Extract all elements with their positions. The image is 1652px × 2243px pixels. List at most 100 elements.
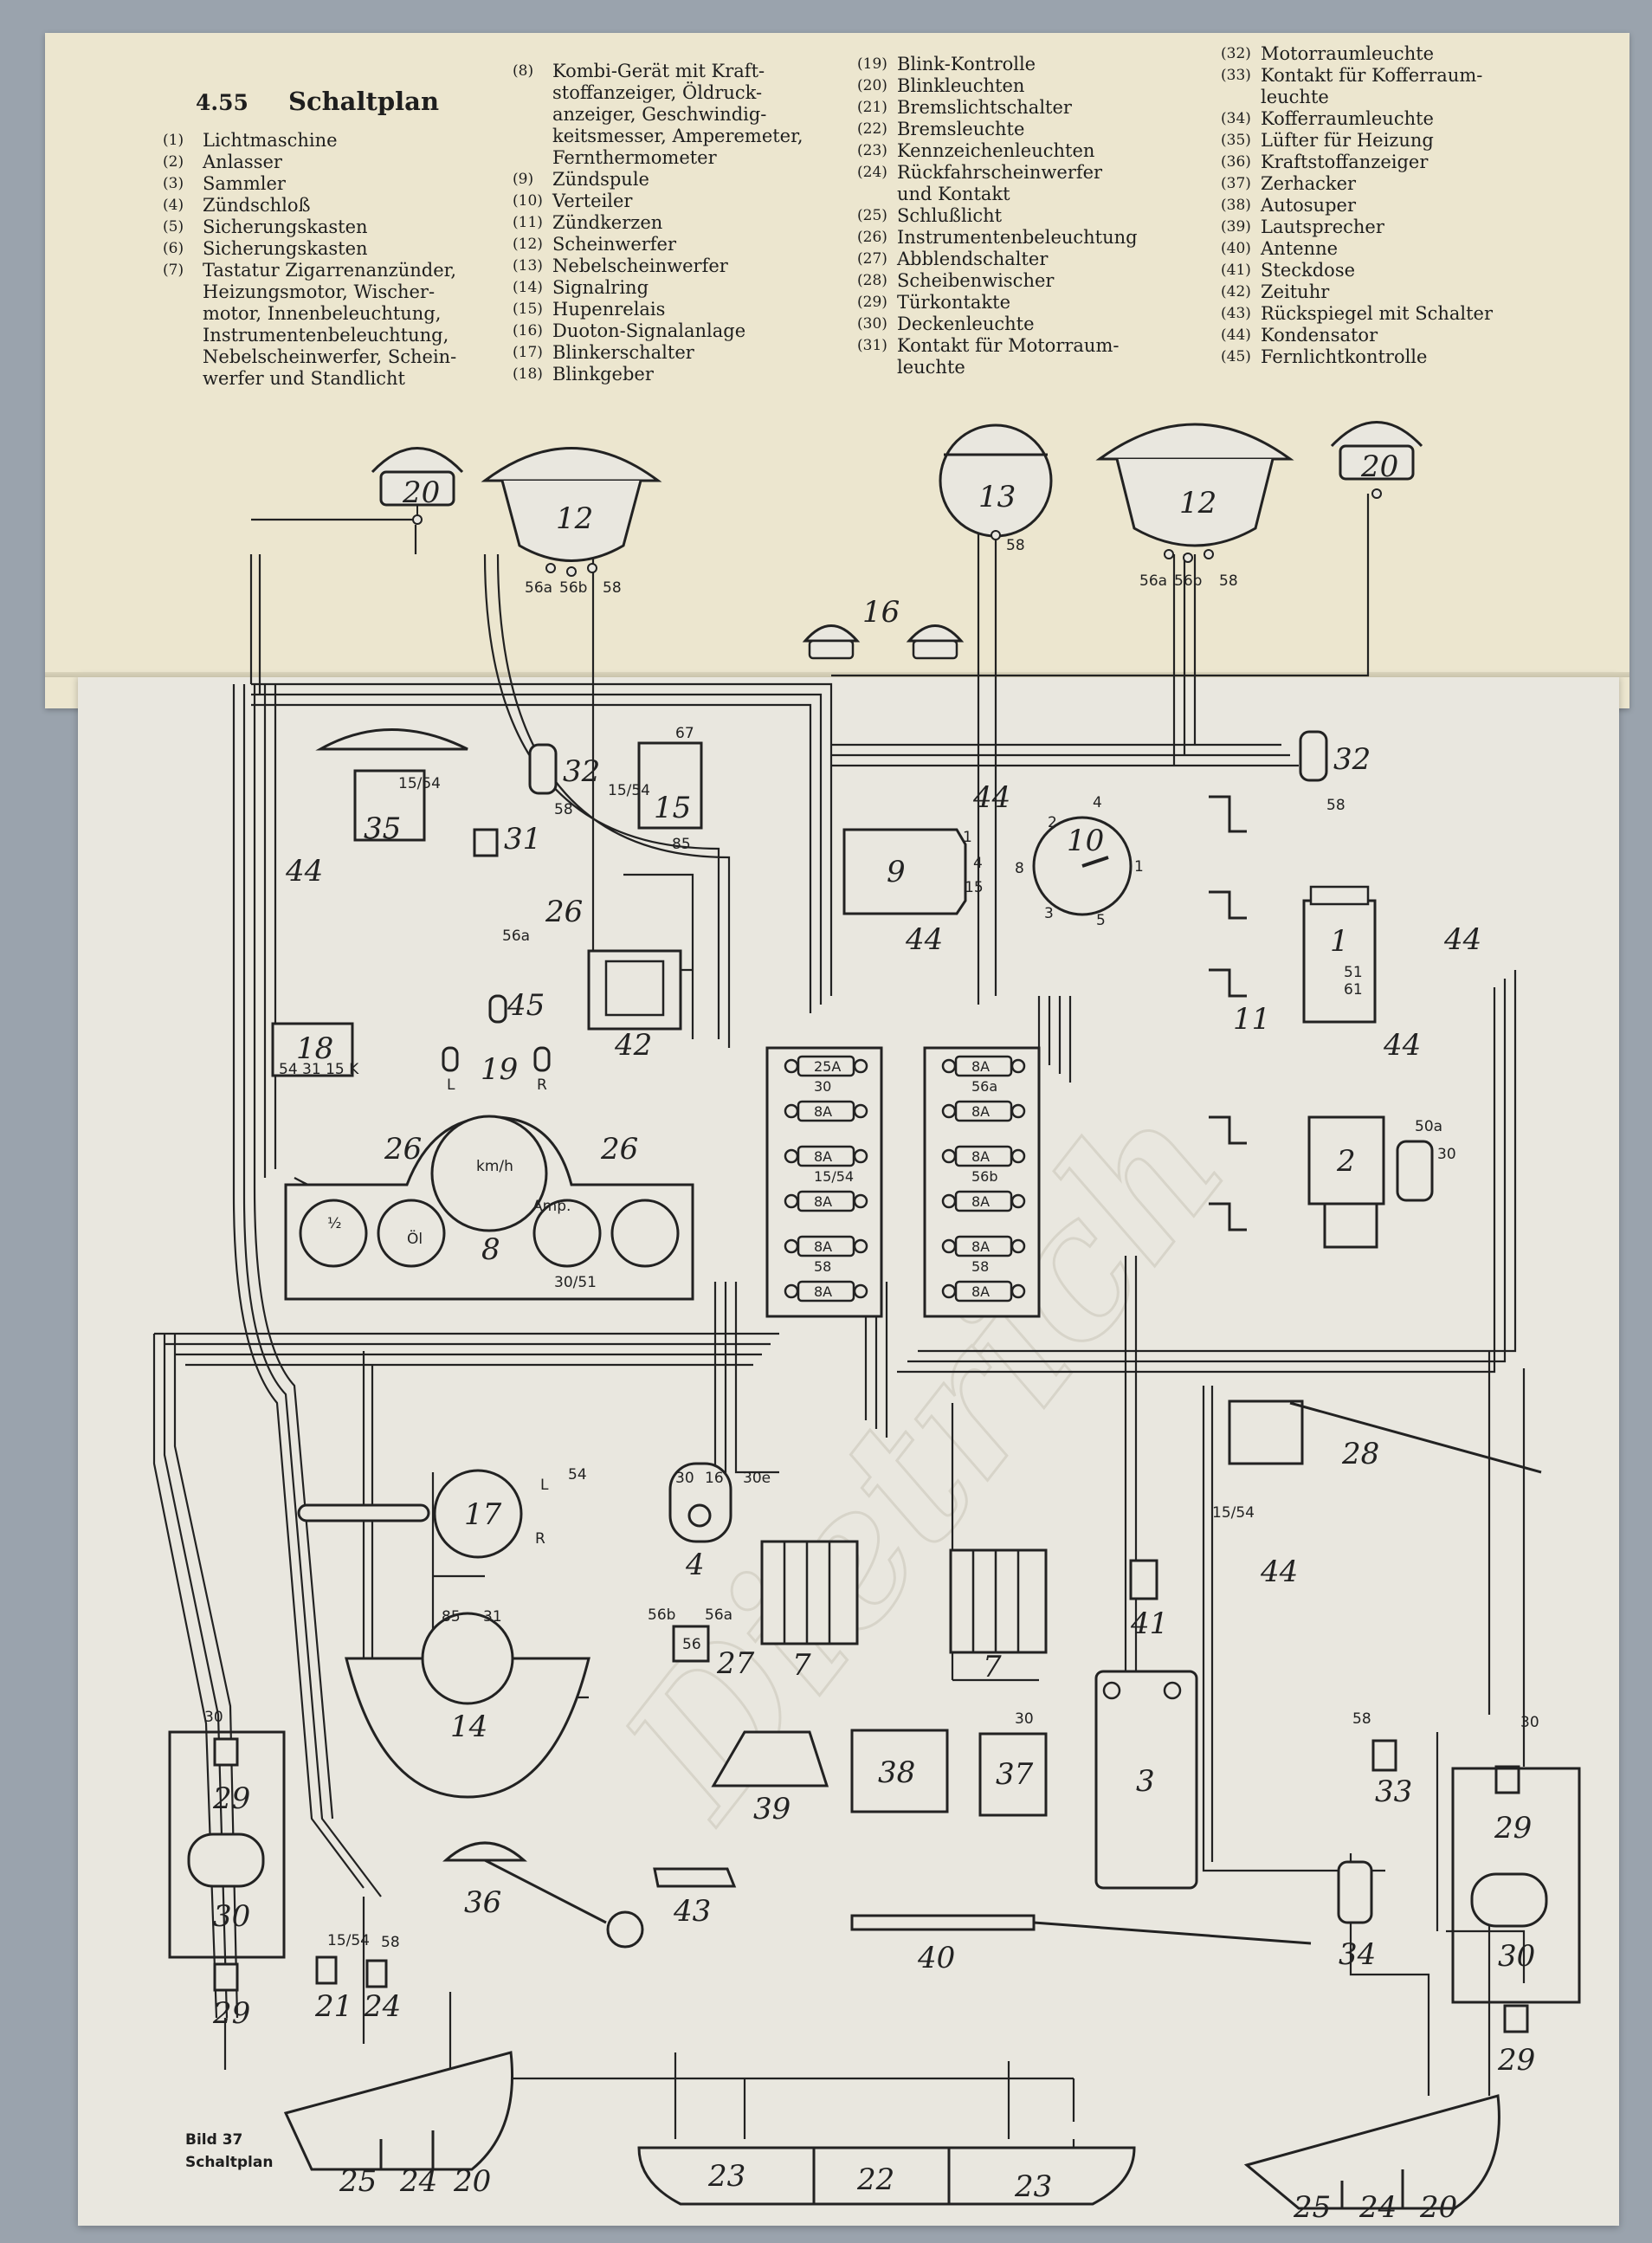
- label-29d: 29: [1497, 2043, 1535, 2078]
- legend-item-number: (37): [1221, 175, 1251, 192]
- tail-light-right: 25 24 20: [1243, 2094, 1500, 2225]
- spark-plugs: 11: [1209, 795, 1270, 1231]
- legend-item-number: (3): [163, 175, 184, 192]
- clock: 42: [587, 949, 682, 1063]
- label-19: 19: [481, 1052, 518, 1087]
- fuse-circuit-label: 56a: [971, 1078, 997, 1095]
- label-35: 35: [364, 811, 401, 846]
- legend-item-text: Scheibenwischer: [897, 270, 1055, 291]
- fuse-rating: 8A: [971, 1238, 990, 1255]
- terminal-67: 67: [675, 725, 694, 742]
- terminal-56: 56: [682, 1636, 701, 1653]
- terminal-10-2: 2: [1048, 814, 1057, 831]
- terminal-30-starter: 30: [1437, 1146, 1456, 1163]
- terminal-58-32: 58: [554, 801, 573, 818]
- fuse-rating: 8A: [814, 1103, 832, 1120]
- terminal-10-5: 5: [1096, 912, 1106, 929]
- label-23b: 23: [1014, 2169, 1052, 2204]
- legend-item: (43) Rückspiegel mit Schalter: [1221, 303, 1584, 325]
- legend-item-number: (9): [513, 171, 534, 188]
- horn-relay: 15 67 15/54 85: [608, 725, 703, 853]
- legend-item-text: Lautsprecher: [1261, 217, 1384, 237]
- terminal-61: 61: [1344, 981, 1363, 999]
- brake-light-switch: 15/54 21: [314, 1932, 370, 2024]
- label-20: 20: [402, 475, 440, 510]
- legend-item-text: Kennzeichenleuchten: [897, 140, 1095, 161]
- legend-item-number: (29): [857, 294, 887, 311]
- fuse-rating: 8A: [814, 1193, 832, 1210]
- legend-item-text: Kofferraumleuchte: [1261, 108, 1434, 129]
- distributor: 10 1 2 3 4 5 8: [1015, 794, 1144, 929]
- label-44f: 44: [1260, 1555, 1298, 1589]
- legend-item-text: Hupenrelais: [552, 299, 666, 320]
- dome-light-left: 30: [168, 1730, 286, 1959]
- fuse-rating: 8A: [814, 1283, 832, 1300]
- label-amp: Amp.: [532, 1198, 571, 1215]
- legend-item-number: (21): [857, 99, 887, 116]
- legend-item: (38)Autosuper: [1221, 195, 1584, 217]
- terminal-30-51: 30/51: [554, 1274, 597, 1291]
- terminal-9-1: 1: [963, 829, 972, 846]
- label-32b: 32: [1333, 742, 1371, 777]
- terminal-31-14: 31: [483, 1608, 502, 1626]
- label-2: 2: [1336, 1144, 1356, 1179]
- label-31: 31: [504, 822, 541, 856]
- legend-item-number: (12): [513, 236, 543, 253]
- label-15: 15: [654, 791, 691, 825]
- label-44e: 44: [1383, 1028, 1421, 1063]
- fuse-terminal: [941, 1058, 957, 1074]
- legend-item-number: (6): [163, 240, 184, 257]
- legend-item: (31)Kontakt für Motorraum- leuchte: [857, 335, 1212, 378]
- legend-item-number: (27): [857, 250, 887, 268]
- label-26a: 26: [545, 895, 583, 929]
- legend-item-number: (43): [1221, 305, 1251, 322]
- legend-item-text: Rückspiegel mit Schalter: [1261, 303, 1494, 324]
- terminal-30-37: 30: [1015, 1710, 1034, 1728]
- label-10: 10: [1067, 824, 1104, 858]
- mirror-switch: 43: [653, 1867, 737, 1929]
- fuse-circuit-label: 58: [971, 1258, 989, 1275]
- legend-item-number: (16): [513, 322, 543, 339]
- legend-item: (2)Anlasser: [163, 152, 509, 173]
- legend-item: (3)Sammler: [163, 173, 509, 195]
- section-title: Schaltplan: [288, 87, 440, 116]
- fuse-rating: 8A: [971, 1283, 990, 1300]
- label-25b: 25: [1293, 2190, 1331, 2225]
- legend-item: (10)Verteiler: [513, 191, 842, 212]
- label-half: ½: [327, 1215, 341, 1232]
- legend-item-text: Antenne: [1261, 238, 1339, 259]
- fuse-terminal: [1010, 1193, 1026, 1209]
- terminal-16-4: 16: [705, 1470, 724, 1487]
- legend-item-text: Abblendschalter: [897, 249, 1049, 269]
- engine-bay-lamp-right: 32 58: [1299, 730, 1371, 814]
- terminal-10-4: 4: [1093, 794, 1102, 811]
- legend-item: (1)Lichtmaschine: [163, 130, 509, 152]
- antenna: 40: [850, 1914, 1312, 1975]
- flasher-unit: 18 54 31 15 K: [271, 1022, 359, 1078]
- label-16: 16: [862, 595, 900, 630]
- label-43: 43: [673, 1894, 711, 1929]
- legend-item: (18)Blinkgeber: [513, 364, 842, 385]
- legend-column-4: (32)Motorraumleuchte(33)Kontakt für Koff…: [1221, 43, 1584, 368]
- legend-item-number: (11): [513, 214, 543, 231]
- terminal-10-1: 1: [1134, 858, 1144, 876]
- terminal-R: R: [537, 1076, 547, 1094]
- label-42: 42: [614, 1028, 652, 1063]
- legend-item: (36)Kraftstoffanzeiger: [1221, 152, 1584, 173]
- label-37: 37: [996, 1757, 1034, 1792]
- legend-column-3: (19)Blink-Kontrolle(20)Blinkleuchten(21)…: [857, 54, 1212, 378]
- legend-item: (22)Bremsleuchte: [857, 119, 1212, 140]
- legend-item-number: (23): [857, 142, 887, 159]
- legend-item: (30)Deckenleuchte: [857, 314, 1212, 335]
- label-9: 9: [887, 855, 906, 889]
- legend-item-number: (25): [857, 207, 887, 224]
- legend-item-text: Kondensator: [1261, 325, 1378, 346]
- legend-item-number: (34): [1221, 110, 1251, 127]
- high-beam-indicator: 45 56a: [488, 928, 545, 1024]
- legend-item: (4)Zündschloß: [163, 195, 509, 217]
- legend-item: (7)Tastatur Zigarrenanzünder, Heizungsmo…: [163, 260, 509, 390]
- terminal-85: 85: [672, 836, 691, 853]
- fuse-rating: 8A: [971, 1103, 990, 1120]
- legend-item-number: (28): [857, 272, 887, 289]
- label-26b: 26: [384, 1132, 422, 1167]
